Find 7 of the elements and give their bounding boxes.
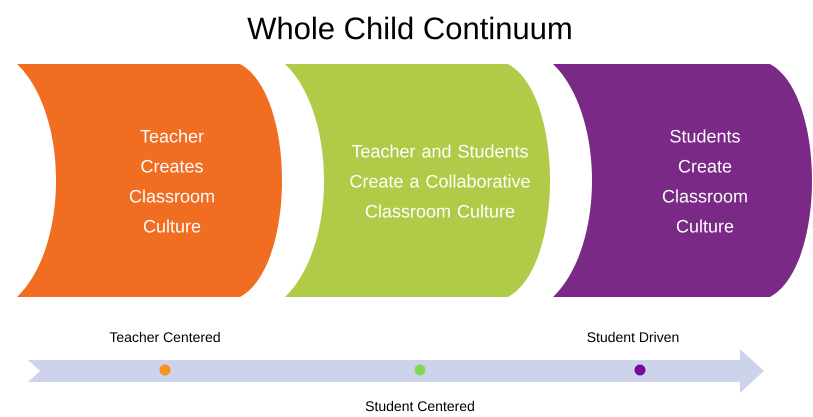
axis-label: Student Driven (587, 332, 678, 342)
axis-label: Teacher Centered (110, 332, 220, 342)
title: Whole Child Continuum (247, 16, 571, 40)
axis-label: Student Centered (366, 400, 474, 412)
curved-box: Teacher and Students Create a Collaborative Classroom Culture (285, 64, 550, 297)
curved-box: Teacher Creates Classroom Culture (17, 64, 282, 297)
curved-box: Students Create Classroom Culture (553, 64, 812, 297)
